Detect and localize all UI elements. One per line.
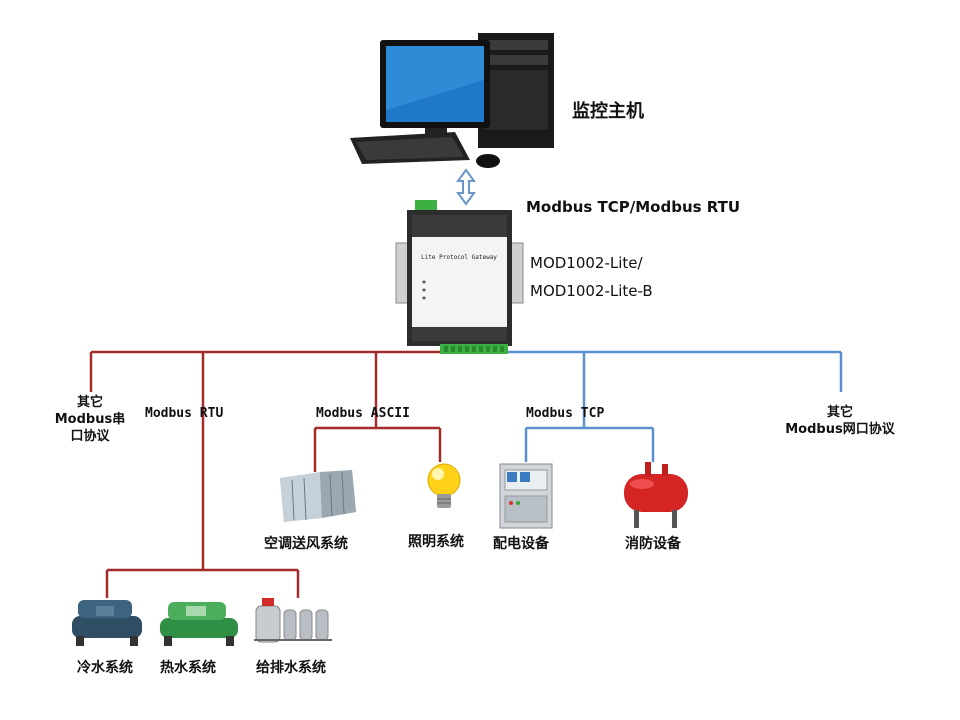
- chiller-icon: [72, 600, 142, 646]
- gateway-model-line1: MOD1002-Lite/: [530, 254, 643, 272]
- other-serial-protocol-label: 其它 Modbus串 口协议: [52, 394, 128, 445]
- modbus-ascii-label: Modbus ASCII: [316, 406, 410, 421]
- water-supply-label: 给排水系统: [256, 660, 326, 676]
- desktop-computer-icon: [350, 33, 554, 168]
- gateway-model-line2: MOD1002-Lite-B: [530, 282, 653, 300]
- ac-unit-icon: [280, 470, 356, 522]
- modbus-tcp-label: Modbus TCP: [526, 406, 605, 421]
- other-serial-line3: 口协议: [70, 429, 110, 444]
- modbus-rtu-label: Modbus RTU: [145, 406, 224, 421]
- serial-bus-lines: [89, 350, 442, 598]
- host-label: 监控主机: [572, 101, 644, 122]
- other-net-line1: 其它: [826, 405, 853, 420]
- other-serial-line2: Modbus串: [54, 412, 126, 427]
- fire-tank-icon: [624, 462, 688, 528]
- gateway-panel-label: Lite Protocol Gateway: [421, 254, 497, 261]
- other-serial-line1: 其它: [76, 395, 103, 410]
- fire-equipment-label: 消防设备: [625, 536, 681, 552]
- other-net-line2: Modbus网口协议: [785, 422, 895, 437]
- power-equipment-label: 配电设备: [493, 536, 549, 552]
- power-cabinet-icon: [499, 463, 553, 529]
- water-pump-icon: [254, 598, 332, 643]
- other-network-protocol-label: 其它 Modbus网口协议: [772, 404, 908, 438]
- ac-system-label: 空调送风系统: [264, 536, 348, 552]
- gateway-protocol-label: Modbus TCP/Modbus RTU: [526, 198, 741, 216]
- lighting-system-label: 照明系统: [408, 534, 464, 550]
- gateway-device-icon: Lite Protocol Gateway: [395, 200, 524, 354]
- light-bulb-icon: [427, 463, 461, 508]
- hot-water-label: 热水系统: [160, 660, 216, 676]
- chilled-water-label: 冷水系统: [77, 660, 133, 676]
- bidirectional-arrow-icon: [456, 168, 476, 206]
- heater-icon: [160, 602, 238, 646]
- network-bus-lines: [508, 350, 843, 462]
